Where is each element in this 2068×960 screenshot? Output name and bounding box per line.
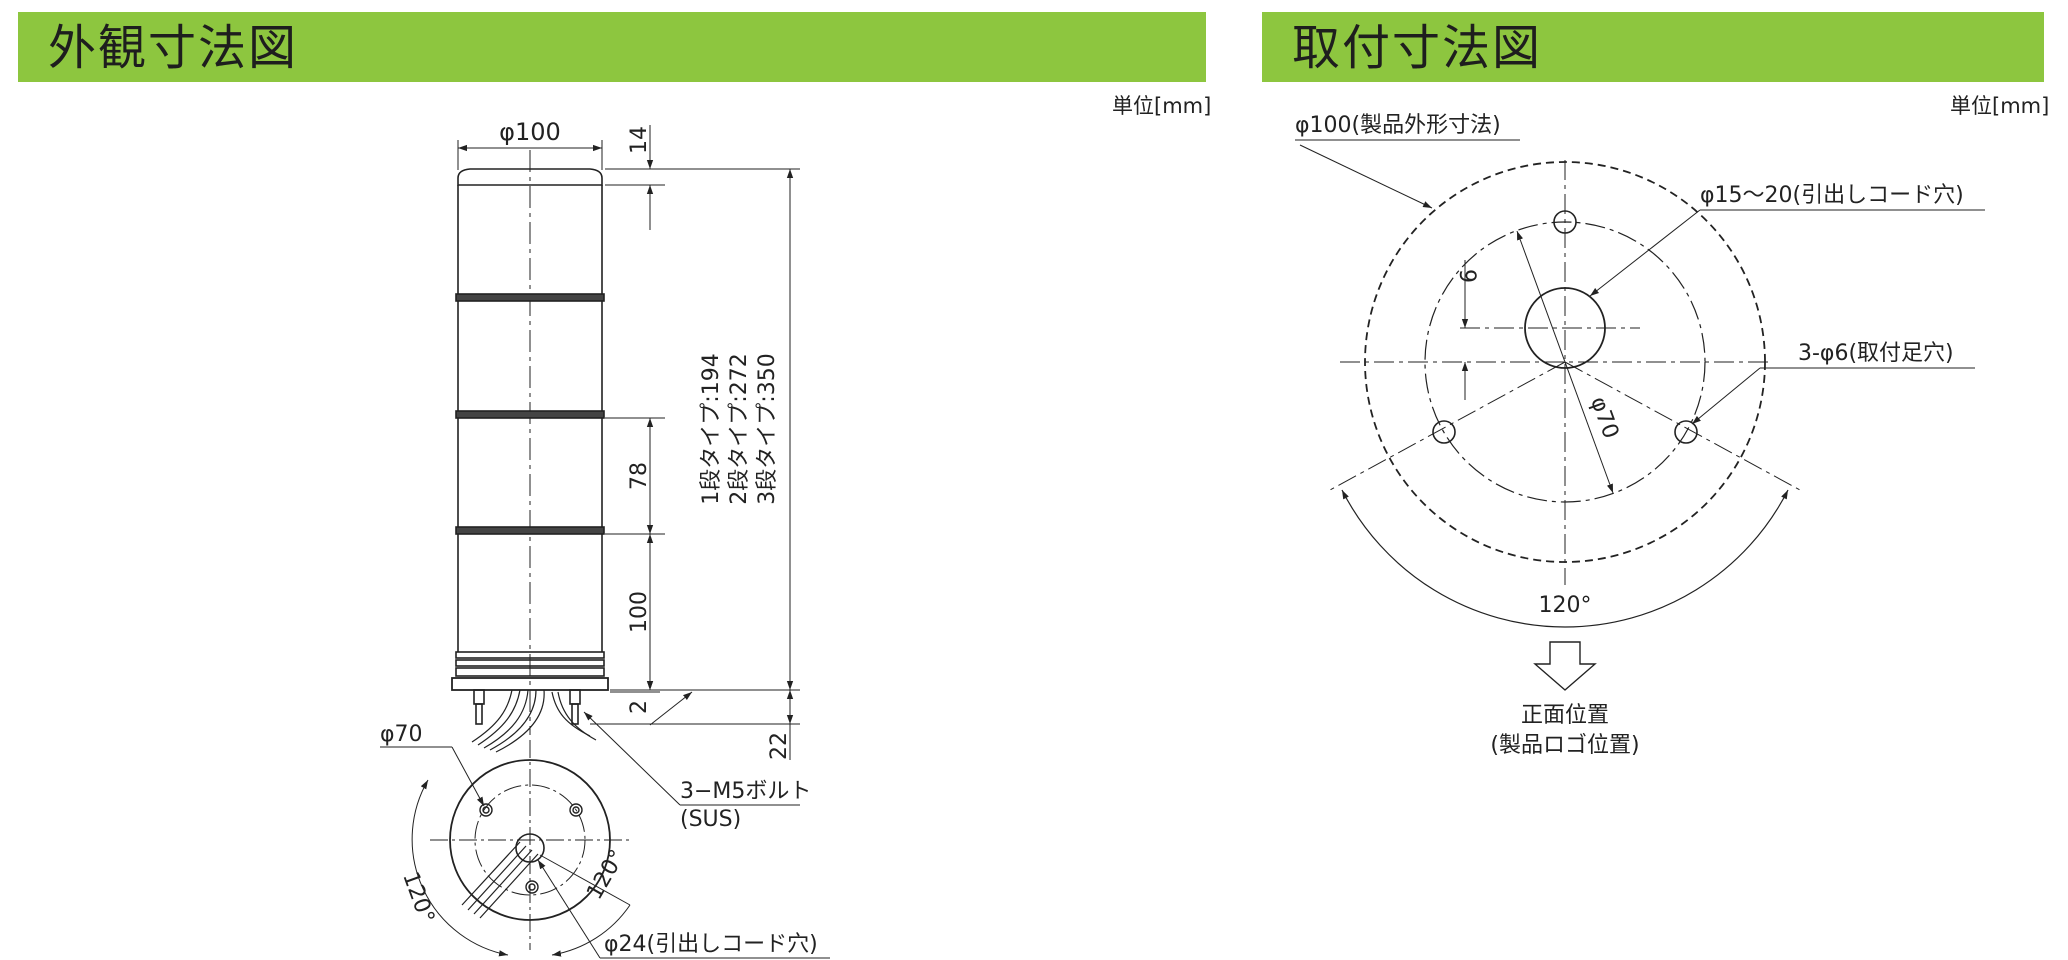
- label-type1: 1段タイプ:194: [699, 353, 724, 504]
- mounting-plan-view: [1295, 139, 1985, 691]
- tier-separator-3: [455, 526, 605, 535]
- unit-label-mounting: 単位[mm]: [1950, 94, 2050, 118]
- label-angle-left: 120°: [397, 869, 439, 927]
- label-bolt: 3−M5ボルト: [680, 779, 811, 804]
- header-bar-mounting: 取付寸法図: [1262, 12, 2044, 82]
- label-angle-right: 120°: [582, 846, 630, 904]
- label-phi24: φ24(引出しコード穴): [604, 932, 818, 957]
- label-phi70-mount: φ70: [1585, 394, 1623, 443]
- section-title-exterior: 外観寸法図: [48, 20, 299, 76]
- label-dim-78: 78: [627, 462, 652, 490]
- label-phi100: φ100: [499, 118, 561, 146]
- label-dim-9: 9: [1454, 269, 1479, 283]
- header-bar-exterior: 外観寸法図: [18, 12, 1206, 82]
- label-front-position: 正面位置: [1521, 703, 1609, 728]
- tier-separator-1: [455, 293, 605, 302]
- tower-front-view: [451, 150, 609, 753]
- label-mounting-holes: 3-φ6(取付足穴): [1798, 341, 1954, 366]
- label-phi70-bottom: φ70: [380, 722, 423, 747]
- label-dim-2: 2: [627, 700, 652, 714]
- label-cable-hole: φ15〜20(引出しコード穴): [1700, 183, 1964, 208]
- section-title-mounting: 取付寸法図: [1292, 20, 1543, 76]
- label-sus: (SUS): [680, 807, 741, 832]
- label-logo-position: (製品ロゴ位置): [1490, 733, 1639, 758]
- label-outer-dimension: φ100(製品外形寸法): [1295, 113, 1501, 138]
- label-dim-14: 14: [627, 126, 652, 154]
- label-type3: 3段タイプ:350: [755, 353, 780, 504]
- label-dim-22: 22: [767, 732, 792, 760]
- unit-label-exterior: 単位[mm]: [1112, 94, 1212, 118]
- label-angle-mount: 120°: [1539, 593, 1592, 618]
- tier-separator-2: [455, 410, 605, 419]
- label-type2: 2段タイプ:272: [727, 353, 752, 504]
- label-dim-100: 100: [627, 591, 652, 633]
- tower-bottom-view: [380, 711, 830, 959]
